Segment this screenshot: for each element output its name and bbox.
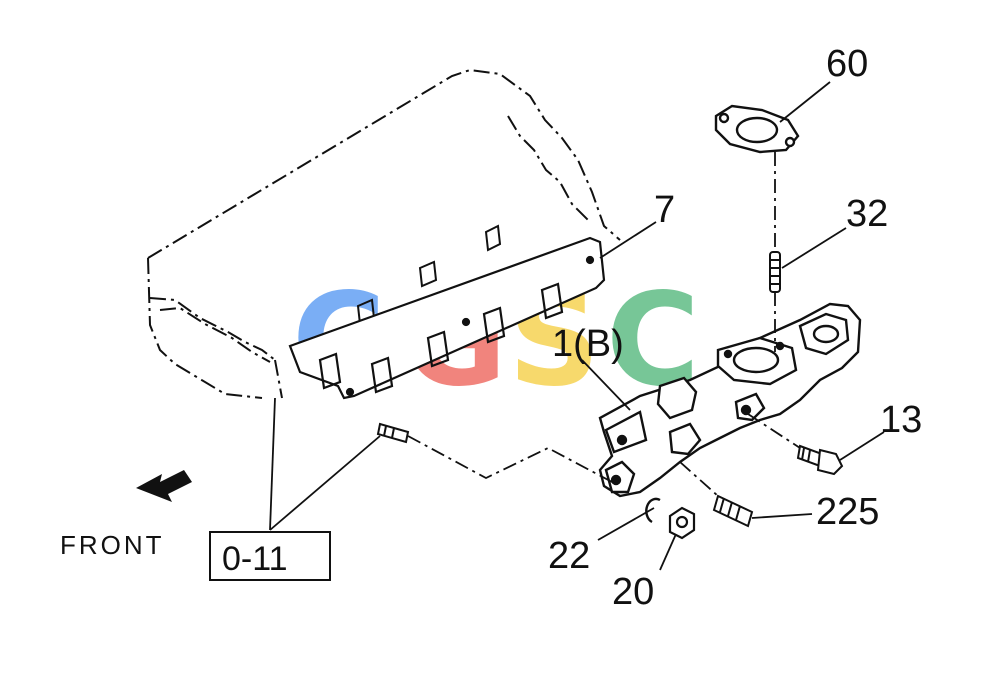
label-part-32: 32 [846, 193, 888, 235]
front-label: FRONT [60, 530, 165, 560]
assembly-lines [407, 152, 801, 497]
front-arrow-icon [136, 470, 192, 502]
label-part-22: 22 [548, 535, 590, 577]
reference-box [209, 531, 331, 581]
label-part-20: 20 [612, 571, 654, 613]
reference-label: 0-11 [222, 540, 288, 578]
exhaust-manifold [598, 302, 862, 498]
leader-lines [269, 81, 885, 571]
stud-32 [769, 251, 781, 293]
bolt-13 [796, 444, 844, 476]
washer-22 [645, 497, 661, 524]
label-part-13: 13 [880, 399, 922, 441]
stud-head-side [376, 422, 410, 444]
flange-gasket [714, 104, 800, 154]
label-part-7: 7 [654, 189, 675, 231]
cylinder-head-outline [147, 68, 621, 399]
label-part-225: 225 [816, 491, 879, 533]
label-part-1b: 1(B) [552, 323, 624, 365]
nut-20 [668, 506, 696, 540]
stud-225 [712, 494, 754, 528]
label-part-60: 60 [826, 43, 868, 85]
manifold-gasket [288, 236, 606, 400]
